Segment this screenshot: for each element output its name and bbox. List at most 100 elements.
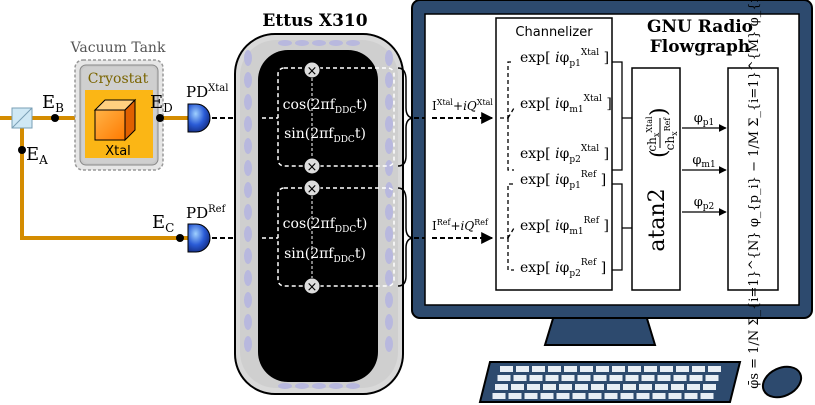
keyboard-key xyxy=(500,366,513,372)
keyboard-key xyxy=(641,375,655,381)
channelizer-branches xyxy=(500,61,515,271)
vent-slot xyxy=(244,94,252,110)
ref-sin-label: sin(2πfDDCt) xyxy=(284,246,366,265)
photodiode-ref: PDRef xyxy=(186,204,227,253)
field-label-c: EC xyxy=(152,212,174,235)
svg-text:chxXtal: chxXtal xyxy=(645,116,661,152)
crystal-cube: Xtal xyxy=(93,98,137,159)
optics-section: Vacuum Tank Cryostat Xtal EB ED EA EC xyxy=(0,40,254,253)
keyboard-key xyxy=(708,366,721,372)
field-label-b: EB xyxy=(42,92,64,115)
vent-slot xyxy=(278,40,292,46)
keyboard-key xyxy=(689,375,703,381)
keyboard-key xyxy=(556,393,570,399)
exp-term: exp[ iφp1Ref ] xyxy=(520,170,606,191)
vent-slot xyxy=(385,226,393,242)
vent-slot xyxy=(385,336,393,352)
channelizer-title: Channelizer xyxy=(515,25,593,40)
vent-slot xyxy=(385,204,393,220)
keyboard-key xyxy=(692,366,705,372)
exp-term: exp[ iφp2Ref ] xyxy=(520,258,606,279)
svg-text:atan2: atan2 xyxy=(645,188,670,251)
vent-slot xyxy=(385,138,393,154)
beam-splitter xyxy=(11,107,33,129)
formula-text: φ̄s = 1/N Σ_{i=1}^{N} φ_{p_i} − 1/M Σ_{i… xyxy=(747,0,762,389)
crystal-label: Xtal xyxy=(105,144,131,159)
vent-slot xyxy=(385,94,393,110)
vent-slot xyxy=(329,40,343,46)
mouse xyxy=(761,365,803,399)
sdr-device: Ettus X310 × × cos(2πfDDCt) sin(2πfDDCt)… xyxy=(234,11,415,395)
keyboard-key xyxy=(673,375,687,381)
keyboard-key xyxy=(700,393,714,399)
phase-output-label: φp1 xyxy=(694,111,715,128)
keyboard-key xyxy=(609,375,623,381)
iq-ref-label: IRef+iQRef xyxy=(432,218,489,233)
field-label-a: EA xyxy=(26,144,48,167)
keyboard-key xyxy=(548,366,561,372)
keyboard-key xyxy=(671,384,684,390)
mixer-ref-top: × xyxy=(307,182,318,197)
exp-term: exp[ iφm1Ref ] xyxy=(520,216,609,237)
keyboard-key xyxy=(636,393,650,399)
keyboard-key xyxy=(572,393,586,399)
keyboard-key xyxy=(687,384,700,390)
mixer-ref-bottom: × xyxy=(307,280,318,295)
vent-slot xyxy=(244,116,252,132)
keyboard-key xyxy=(625,375,639,381)
ddc-ref: × × cos(2πfDDCt) sin(2πfDDCt) xyxy=(262,179,395,295)
keyboard-key xyxy=(596,366,609,372)
ref-cos-label: cos(2πfDDCt) xyxy=(283,216,368,235)
field-label-d: ED xyxy=(150,92,173,115)
vent-slot xyxy=(244,336,252,352)
monitor: GNU Radio Flowgraph IXtal+iQXtal IRef+iQ… xyxy=(411,0,813,403)
keyboard-key xyxy=(516,366,529,372)
sdr-title: Ettus X310 xyxy=(262,11,367,31)
vent-slot xyxy=(346,40,360,46)
vent-slot xyxy=(312,383,326,389)
vent-slot xyxy=(385,72,393,88)
exp-term: exp[ iφp1Xtal ] xyxy=(520,48,609,69)
mixer-xtal-bottom: × xyxy=(307,160,318,175)
keyboard-key xyxy=(676,366,689,372)
average-formula: φ̄s = 1/N Σ_{i=1}^{N} φ_{p_i} − 1/M Σ_{i… xyxy=(747,0,762,389)
pd-ref-label: PDRef xyxy=(186,204,227,222)
vent-slot xyxy=(385,314,393,330)
vent-slot xyxy=(244,314,252,330)
keyboard-key xyxy=(639,384,652,390)
sdr-core xyxy=(258,50,378,382)
keyboard-key xyxy=(540,393,554,399)
vent-slot xyxy=(295,40,309,46)
vent-slot xyxy=(278,383,292,389)
iq-xtal-label: IXtal+iQXtal xyxy=(432,98,493,113)
vent-slot xyxy=(385,270,393,286)
keyboard-key xyxy=(492,393,506,399)
photodiode-xtal: PDXtal xyxy=(186,83,228,133)
keyboard-key xyxy=(593,375,607,381)
keyboard-key xyxy=(628,366,641,372)
keyboard-key xyxy=(607,384,620,390)
keyboard-key xyxy=(655,384,668,390)
keyboard-key xyxy=(604,393,618,399)
flowgraph-title-line1: GNU Radio xyxy=(647,17,753,37)
keyboard-key xyxy=(623,384,636,390)
keyboard-key xyxy=(588,393,602,399)
flowgraph-title-line2: Flowgraph xyxy=(650,37,751,57)
vent-slot xyxy=(385,116,393,132)
vacuum-tank-label: Vacuum Tank xyxy=(70,40,166,56)
keyboard-key xyxy=(545,375,559,381)
svg-text:chxRef: chxRef xyxy=(663,117,679,151)
keyboard-key xyxy=(575,384,588,390)
vent-slot xyxy=(346,383,360,389)
atan2-expression: atan2 ( chxXtal chxRef ) xyxy=(645,107,679,251)
vent-slot xyxy=(244,204,252,220)
keyboard-key xyxy=(497,375,511,381)
xtal-cos-label: cos(2πfDDCt) xyxy=(283,97,368,116)
exp-terms: exp[ iφp1Xtal ]exp[ iφm1Xtal ]exp[ iφp2X… xyxy=(520,48,612,279)
sdr-vents xyxy=(244,40,393,389)
vent-slot xyxy=(329,383,343,389)
vent-slot xyxy=(312,40,326,46)
